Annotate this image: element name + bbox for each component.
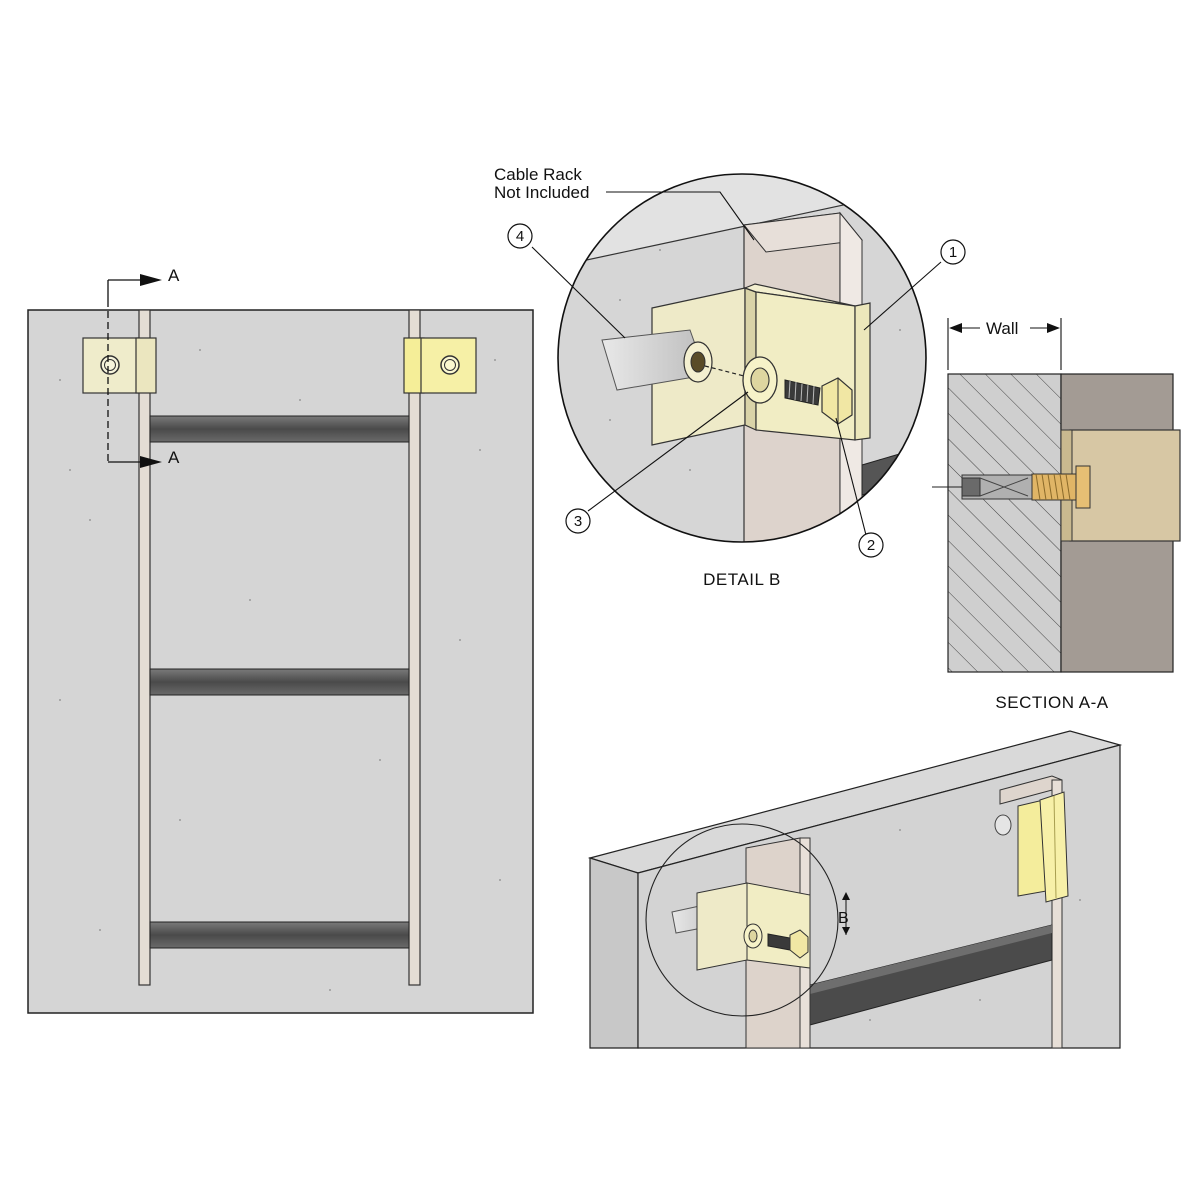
section-a-a: Wall SECTION A-A bbox=[932, 318, 1181, 712]
detail-washer bbox=[742, 356, 778, 404]
detail-b: 4 1 3 2 Cable Rack Not Included DETAIL B bbox=[494, 165, 966, 589]
iso-bracket-assembly bbox=[671, 882, 811, 971]
item-balloon-3: 3 bbox=[565, 508, 591, 534]
callout-cable-rack: Cable Rack bbox=[494, 165, 582, 184]
wall-dimension-label: Wall bbox=[986, 319, 1018, 338]
detail-anchor bbox=[601, 329, 713, 391]
section-marker-bottom: A bbox=[168, 448, 180, 467]
section-bolt bbox=[1031, 465, 1091, 509]
front-view: A A bbox=[27, 266, 534, 1014]
section-wall-hatch bbox=[947, 373, 1062, 673]
detail-leaders bbox=[531, 191, 942, 536]
iso-view: B bbox=[587, 730, 1123, 1049]
anchor-hole-icon bbox=[440, 355, 460, 375]
section-a-a-title: SECTION A-A bbox=[995, 693, 1108, 712]
item-balloon-1: 1 bbox=[940, 239, 966, 265]
section-cut-line bbox=[107, 279, 140, 463]
iso-detail-circle bbox=[645, 823, 839, 1017]
item-balloon-4: 4 bbox=[507, 223, 533, 249]
rung-middle bbox=[149, 668, 410, 696]
callout-not-included: Not Included bbox=[494, 183, 589, 202]
right-bracket bbox=[403, 337, 477, 394]
dimension-arrow-right-icon bbox=[1047, 323, 1060, 333]
detail-b-title: DETAIL B bbox=[703, 570, 781, 589]
anchor-hole-icon bbox=[100, 355, 120, 375]
detail-bolt bbox=[784, 377, 853, 425]
marker-arrow-up-icon bbox=[842, 892, 850, 900]
section-arrow-top-icon bbox=[140, 274, 162, 286]
item-balloon-2: 2 bbox=[858, 532, 884, 558]
section-marker-top: A bbox=[168, 266, 180, 285]
svg-text:2: 2 bbox=[867, 537, 875, 554]
front-wall bbox=[27, 309, 534, 1014]
left-rail bbox=[138, 309, 151, 986]
detail-circle bbox=[557, 173, 927, 543]
dimension-arrow-left-icon bbox=[949, 323, 962, 333]
rung-top bbox=[149, 415, 410, 443]
right-rail bbox=[408, 309, 421, 986]
left-bracket bbox=[82, 337, 157, 394]
marker-arrow-down-icon bbox=[842, 927, 850, 935]
rung-bottom bbox=[149, 921, 410, 949]
iso-bracket-right bbox=[994, 791, 1069, 903]
section-arrow-bottom-icon bbox=[140, 456, 162, 468]
svg-text:4: 4 bbox=[516, 228, 524, 245]
svg-text:3: 3 bbox=[574, 513, 582, 530]
wall-texture bbox=[59, 349, 501, 991]
section-anchor bbox=[961, 474, 1033, 500]
svg-text:1: 1 bbox=[949, 244, 957, 261]
iso-detail-marker-label: B bbox=[838, 910, 849, 927]
